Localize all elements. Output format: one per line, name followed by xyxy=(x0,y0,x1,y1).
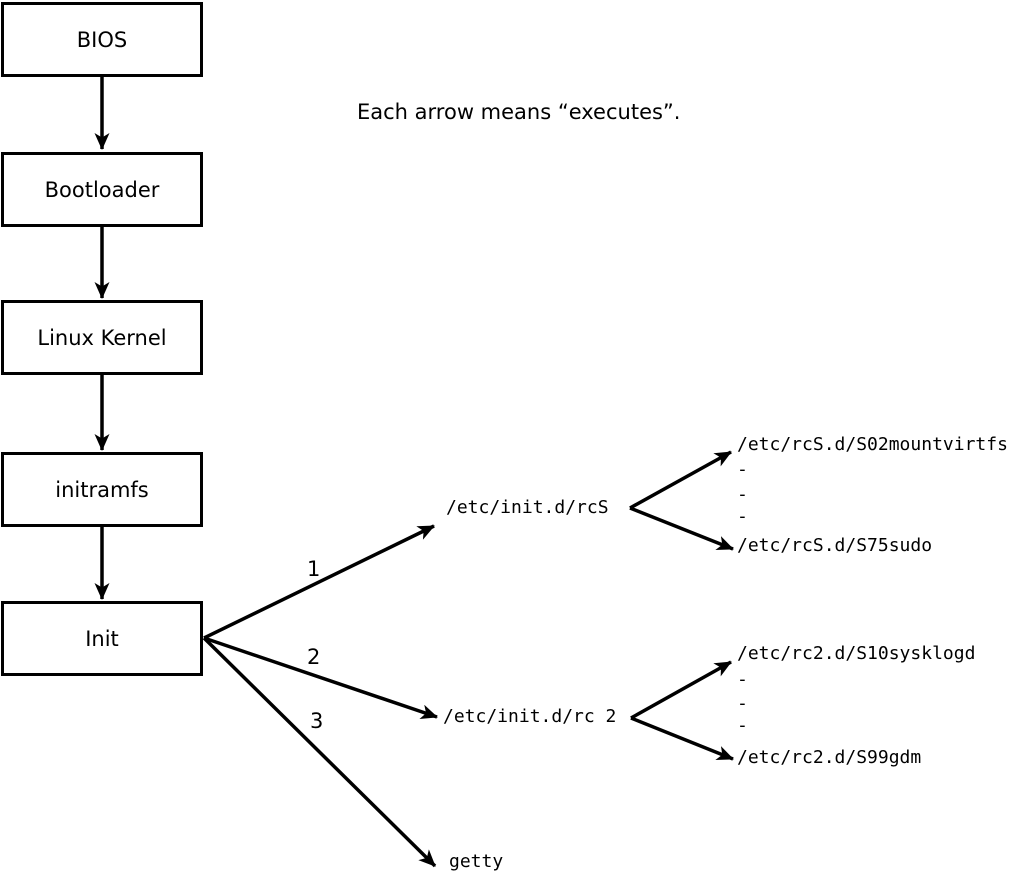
node-rcS-child-dash-1: - xyxy=(737,459,748,480)
node-rc2-child-dash-3: - xyxy=(737,715,748,736)
node-rcS-child-s75sudo: /etc/rcS.d/S75sudo xyxy=(737,535,933,556)
branch-number-1: 1 xyxy=(307,557,321,581)
box-linux-kernel: Linux Kernel xyxy=(1,300,203,375)
node-rcS: /etc/init.d/rcS xyxy=(446,497,609,518)
node-rc2-child-dash-1: - xyxy=(737,669,748,690)
box-bootloader: Bootloader xyxy=(1,152,203,227)
box-linux-kernel-label: Linux Kernel xyxy=(37,325,167,350)
arrow-init-to-getty xyxy=(202,636,437,868)
node-rc2: /etc/init.d/rc 2 xyxy=(443,706,617,727)
box-initramfs-label: initramfs xyxy=(55,477,149,502)
node-rc2-child-s10sysklogd: /etc/rc2.d/S10sysklogd xyxy=(737,643,976,664)
arrow-rc2-to-s10sysklogd xyxy=(630,660,732,720)
arrow-init-to-rc2 xyxy=(203,636,438,719)
arrow-rc2-to-s99gdm xyxy=(630,716,734,761)
node-getty: getty xyxy=(449,851,504,872)
node-rc2-child-dash-2: - xyxy=(737,693,748,714)
box-bios-label: BIOS xyxy=(76,27,128,52)
node-rcS-child-s02mountvirtfs: /etc/rcS.d/S02mountvirtfs xyxy=(737,434,1008,455)
node-rc2-child-s99gdm: /etc/rc2.d/S99gdm xyxy=(737,747,922,768)
branch-number-3: 3 xyxy=(310,709,324,733)
box-initramfs: initramfs xyxy=(1,452,203,527)
caption: Each arrow means “executes”. xyxy=(357,100,681,124)
node-rcS-child-dash-3: - xyxy=(737,506,748,527)
box-init: Init xyxy=(1,601,203,676)
box-bootloader-label: Bootloader xyxy=(44,177,160,202)
box-init-label: Init xyxy=(85,626,119,651)
branch-number-2: 2 xyxy=(307,645,321,669)
arrow-rcS-to-s75sudo xyxy=(629,506,734,551)
arrow-rcS-to-s02mountvirtfs xyxy=(629,450,732,510)
box-bios: BIOS xyxy=(1,2,203,77)
arrow-init-to-rcS xyxy=(203,524,435,640)
node-rcS-child-dash-2: - xyxy=(737,484,748,505)
